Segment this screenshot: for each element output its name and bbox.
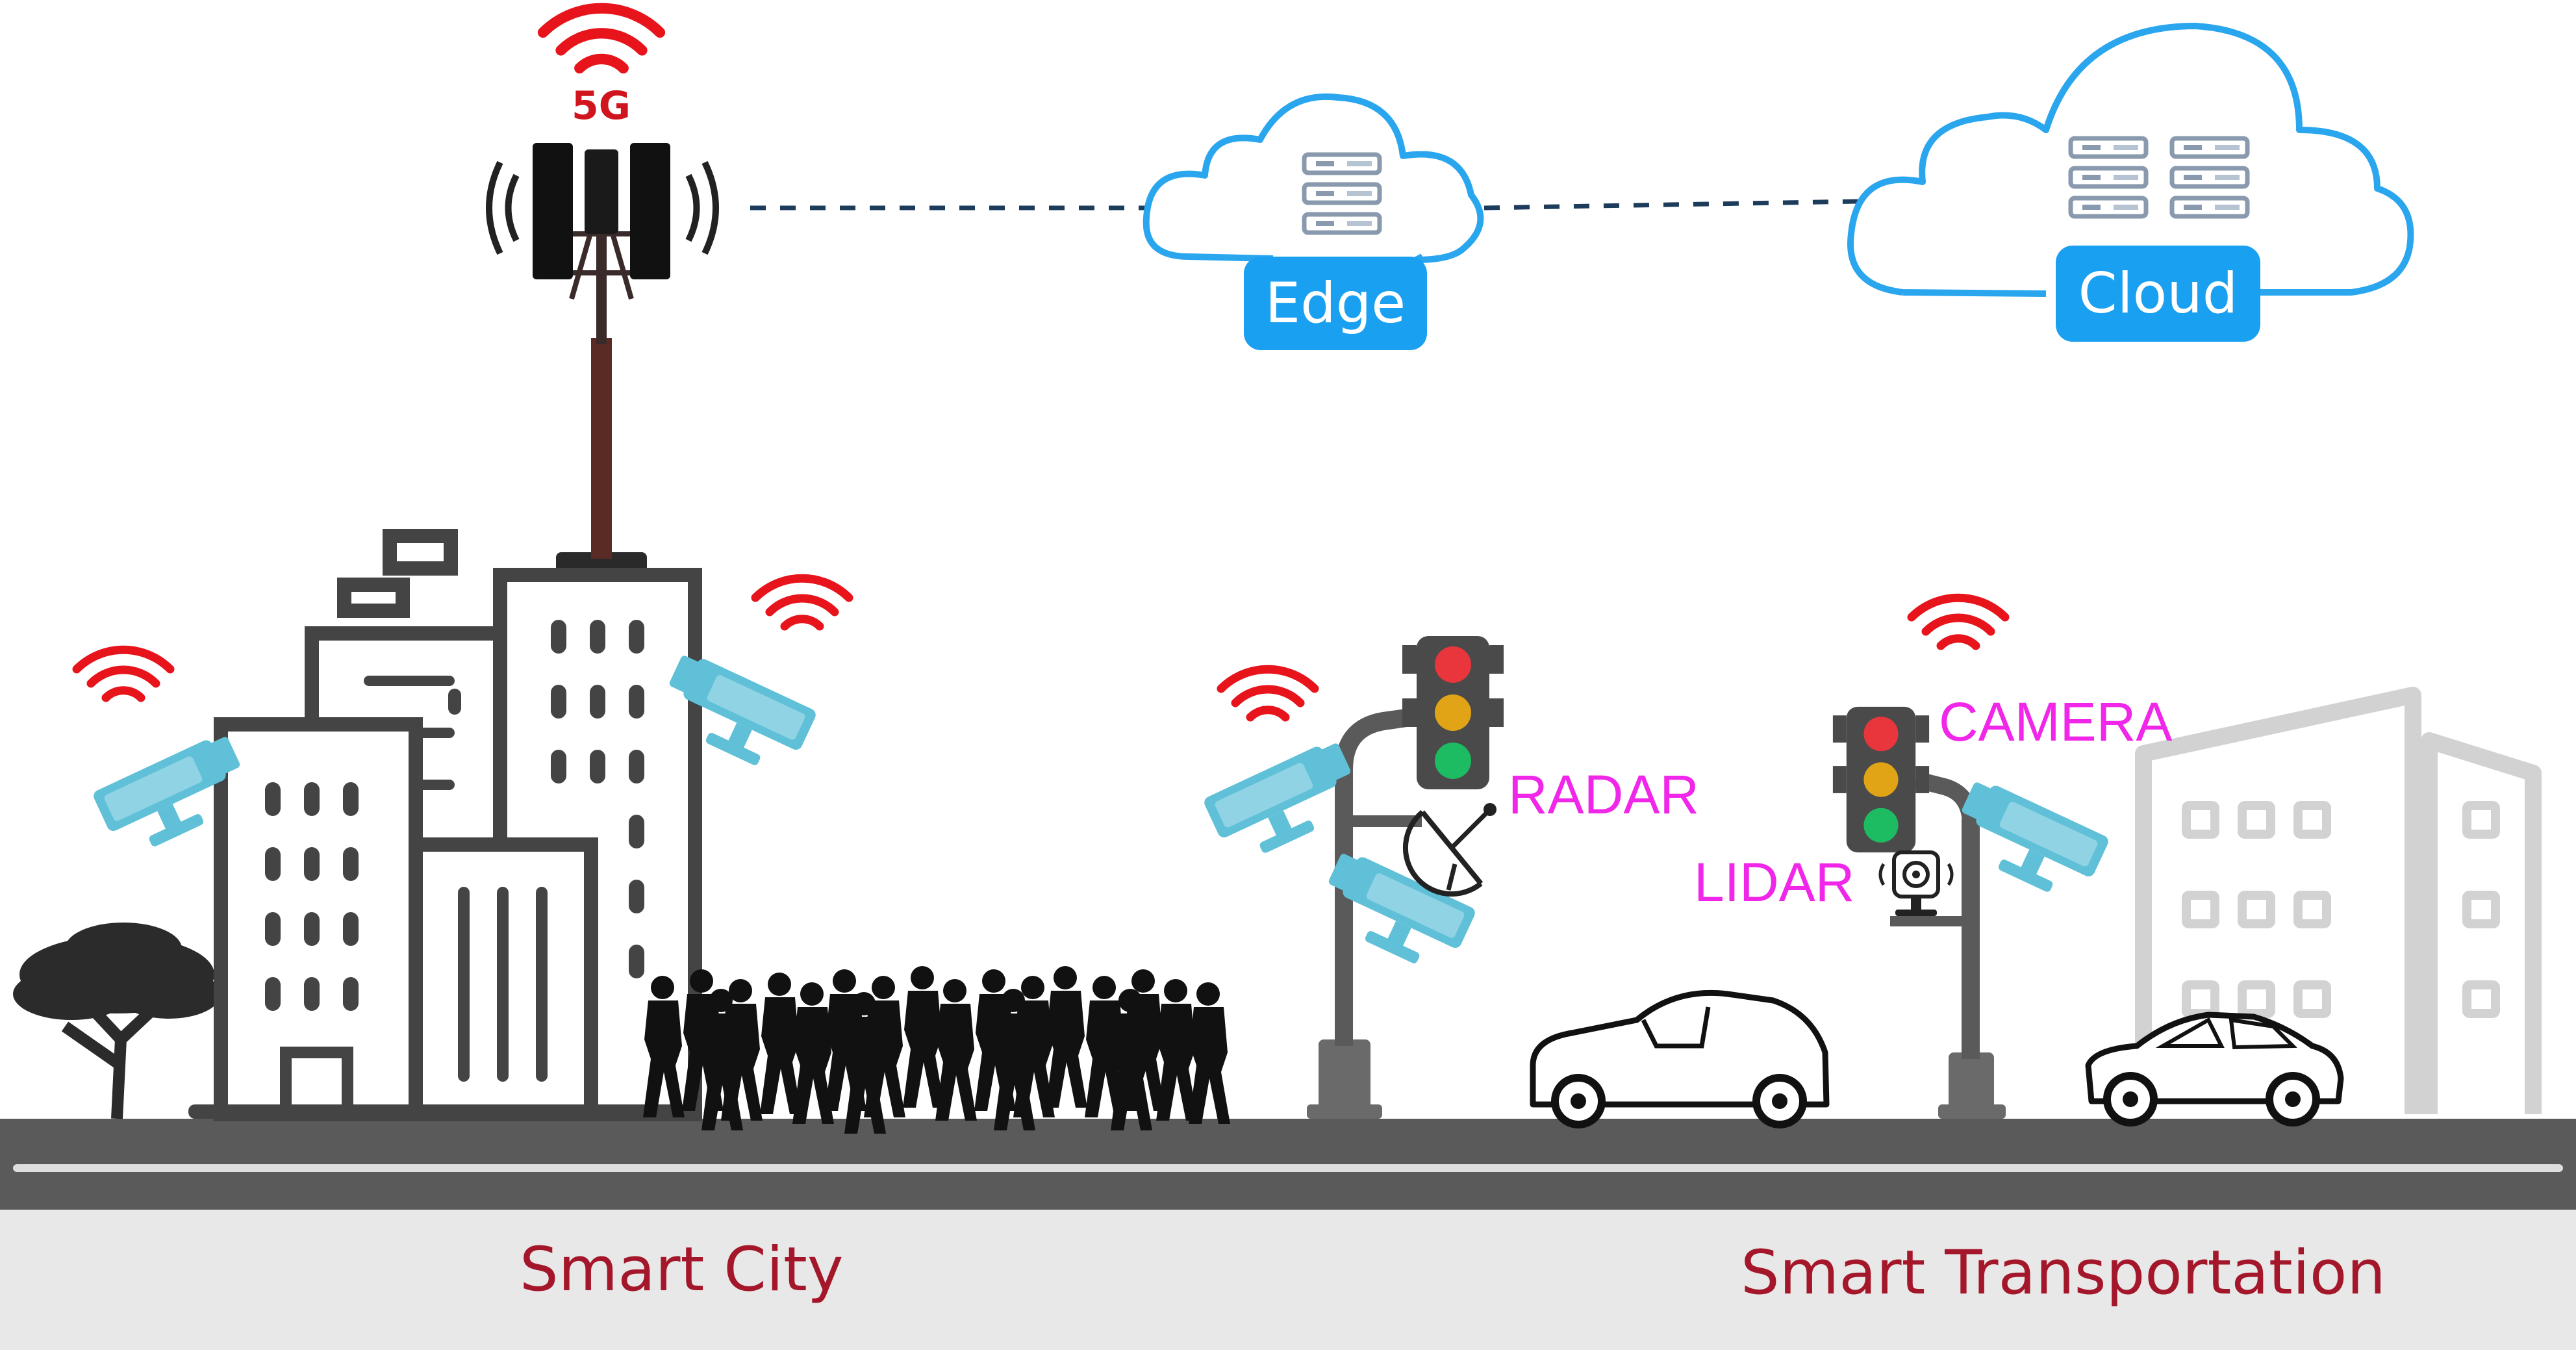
cloud-label: Cloud <box>2056 246 2260 342</box>
crowd-icon <box>643 966 1230 1134</box>
edge-cloud <box>1143 93 1484 263</box>
edge-label: Edge <box>1244 257 1427 350</box>
wifi-icon <box>755 578 849 626</box>
building-windows <box>265 620 644 1011</box>
wifi-icon <box>1221 669 1315 717</box>
road-marking <box>13 1164 2563 1172</box>
smart-city-caption: Smart City <box>520 1234 844 1305</box>
radar-label: RADAR <box>1508 764 1700 825</box>
wifi-icon <box>77 650 170 698</box>
radar-dish-icon <box>1402 803 1496 897</box>
main-cloud <box>1847 23 2414 297</box>
cell-tower-icon <box>486 143 719 573</box>
car-icon <box>2085 1012 2344 1127</box>
ground-strip <box>0 1208 2576 1350</box>
smart-transportation-caption: Smart Transportation <box>1741 1238 2386 1308</box>
transport-buildings <box>2135 687 2542 1114</box>
traffic-pole-right <box>1890 771 2006 1119</box>
lidar-label: LIDAR <box>1694 852 1855 913</box>
edge-cloud-link <box>1484 199 1858 210</box>
wifi-icon <box>543 8 660 68</box>
wifi-icon <box>1912 598 2005 646</box>
lidar-sensor-icon <box>1878 850 1954 916</box>
city-buildings <box>188 529 702 1121</box>
tower-5g-label: 5G <box>572 83 631 129</box>
traffic-light-icon <box>1832 706 1930 853</box>
car-icon <box>1530 989 1830 1128</box>
tree-icon <box>13 923 221 1119</box>
camera-label: CAMERA <box>1939 691 2173 752</box>
traffic-light-icon <box>1402 636 1504 789</box>
